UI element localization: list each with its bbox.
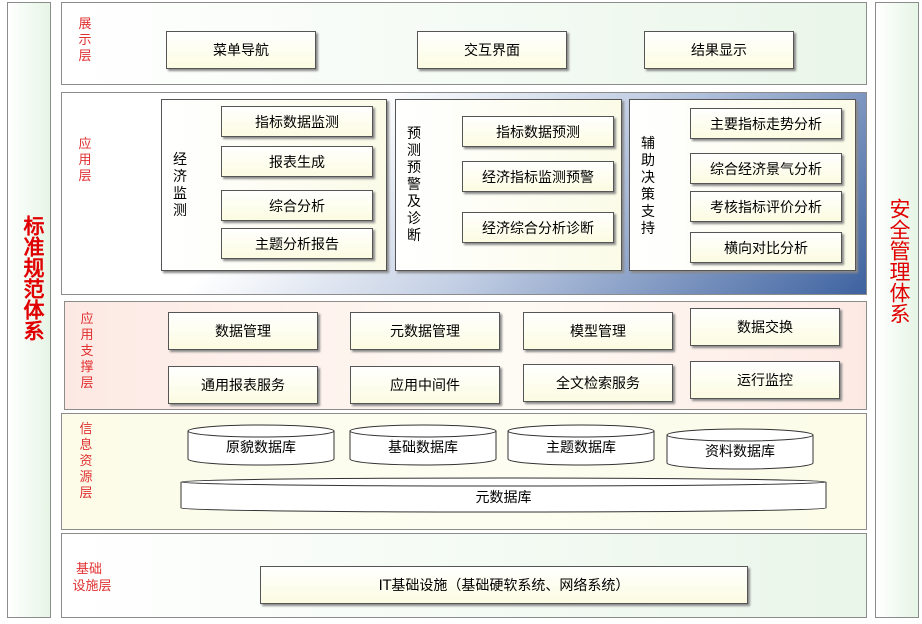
general-report-service-box: 通用报表服务 xyxy=(168,366,318,404)
data-management-box: 数据管理 xyxy=(168,312,318,350)
economic-monitoring-title: 经济监测 xyxy=(173,152,187,219)
application-layer-label: 应用层 xyxy=(78,137,92,184)
economic-monitoring-group: 经济监测 指标数据监测 报表生成 综合分析 主题分析报告 xyxy=(161,99,387,271)
report-generation-box: 报表生成 xyxy=(221,146,373,177)
topic-database-label: 主题数据库 xyxy=(546,440,616,456)
infrastructure-layer-label-line2: 设施层 xyxy=(72,579,112,594)
model-management-box: 模型管理 xyxy=(523,312,673,350)
topic-database: 主题数据库 xyxy=(507,424,655,466)
assessment-evaluation-box: 考核指标评价分析 xyxy=(690,191,842,222)
original-database: 原貌数据库 xyxy=(187,424,335,466)
main-indicator-trend-box: 主要指标走势分析 xyxy=(690,108,842,139)
forecast-warning-title: 预测预警及诊断 xyxy=(407,126,421,244)
operation-monitoring-box: 运行监控 xyxy=(690,361,840,399)
indicator-data-monitoring-box: 指标数据监测 xyxy=(221,106,373,137)
security-system-panel: 安全管理体系 xyxy=(875,2,919,618)
original-database-label: 原貌数据库 xyxy=(226,440,296,456)
display-layer: 展示层 菜单导航 交互界面 结果显示 xyxy=(61,2,867,85)
reference-database-label: 资料数据库 xyxy=(705,444,775,460)
decision-support-title: 辅助决策支持 xyxy=(641,136,655,237)
menu-navigation-box: 菜单导航 xyxy=(166,31,316,69)
standards-system-panel: 标准规范体系 xyxy=(7,2,51,618)
economic-indicator-warning-box: 经济指标监测预警 xyxy=(462,161,614,192)
application-layer: 应用层 经济监测 指标数据监测 报表生成 综合分析 主题分析报告 预测预警及诊断… xyxy=(61,92,867,295)
reference-database: 资料数据库 xyxy=(666,428,814,470)
comprehensive-analysis-box: 综合分析 xyxy=(221,190,373,221)
data-exchange-box: 数据交换 xyxy=(690,308,840,346)
information-resource-layer: 信息资源层 原貌数据库 基础数据库 主题数据库 资料数据库 元数据库 xyxy=(61,413,867,530)
indicator-data-forecast-box: 指标数据预测 xyxy=(462,116,614,147)
standards-system-label: 标准规范体系 xyxy=(21,215,45,341)
basic-database: 基础数据库 xyxy=(349,424,497,466)
application-support-layer: 应用支撑层 数据管理 元数据管理 模型管理 数据交换 通用报表服务 应用中间件 … xyxy=(64,301,867,410)
economic-analysis-diagnosis-box: 经济综合分析诊断 xyxy=(462,212,614,243)
infrastructure-layer: 基础 设施层 IT基础设施（基础硬软系统、网络系统） xyxy=(61,533,867,618)
application-support-layer-label: 应用支撑层 xyxy=(80,312,94,391)
display-layer-label: 展示层 xyxy=(78,17,92,64)
it-infrastructure-box: IT基础设施（基础硬软系统、网络系统） xyxy=(260,566,748,604)
forecast-warning-group: 预测预警及诊断 指标数据预测 经济指标监测预警 经济综合分析诊断 xyxy=(395,99,622,271)
fulltext-search-service-box: 全文检索服务 xyxy=(523,364,673,402)
basic-database-label: 基础数据库 xyxy=(388,440,458,456)
metadata-database-label: 元数据库 xyxy=(475,490,532,506)
infrastructure-layer-label-line1: 基础 xyxy=(75,562,102,577)
application-middleware-box: 应用中间件 xyxy=(350,366,500,404)
security-system-label: 安全管理体系 xyxy=(887,198,911,324)
economic-climate-analysis-box: 综合经济景气分析 xyxy=(690,153,842,184)
decision-support-group: 辅助决策支持 主要指标走势分析 综合经济景气分析 考核指标评价分析 横向对比分析 xyxy=(629,99,856,271)
information-resource-layer-label: 信息资源层 xyxy=(79,422,93,501)
horizontal-comparison-box: 横向对比分析 xyxy=(690,232,842,263)
metadata-database: 元数据库 xyxy=(180,477,827,513)
interactive-interface-box: 交互界面 xyxy=(417,31,567,69)
metadata-management-box: 元数据管理 xyxy=(350,312,500,350)
result-display-box: 结果显示 xyxy=(644,31,794,69)
topic-analysis-report-box: 主题分析报告 xyxy=(221,228,373,259)
